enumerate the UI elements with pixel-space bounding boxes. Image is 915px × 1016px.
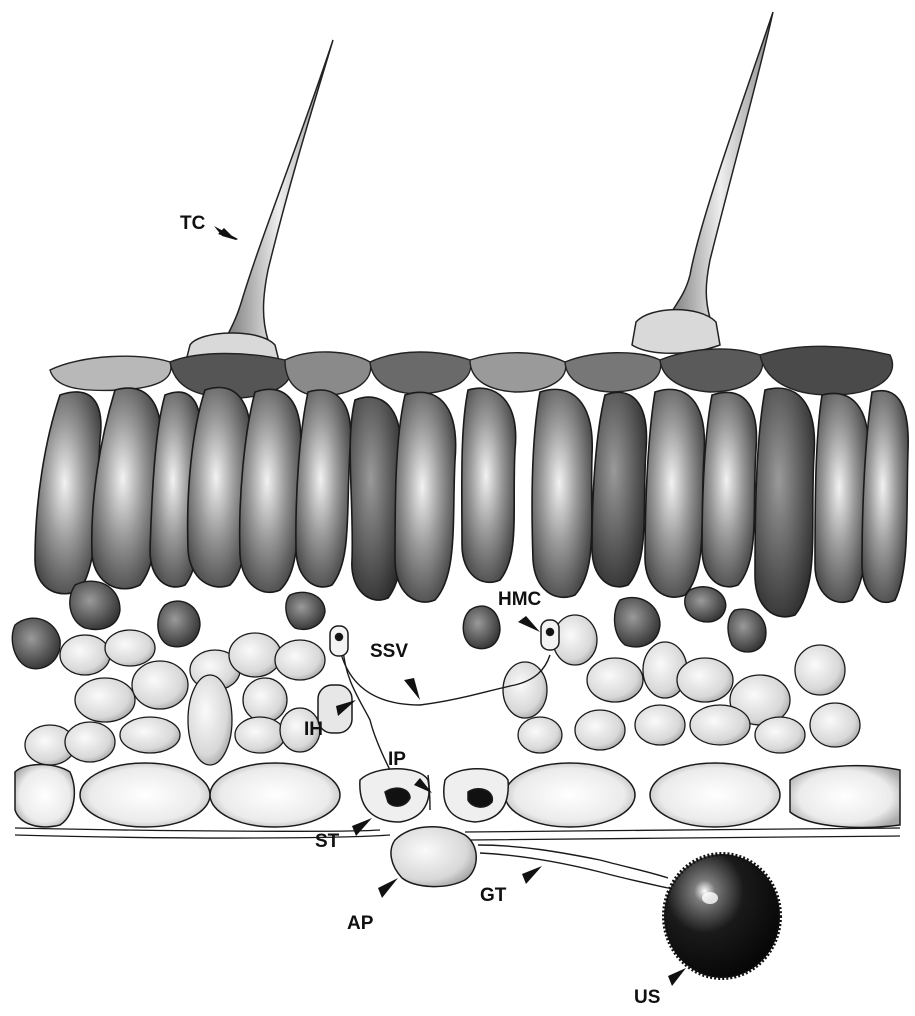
label-ih: IH xyxy=(304,720,323,739)
label-st: ST xyxy=(315,832,339,851)
label-gt: GT xyxy=(480,886,506,905)
label-ap: AP xyxy=(347,914,373,933)
arrowhead-gt xyxy=(522,866,542,884)
guard-cells xyxy=(360,769,508,822)
arrowhead-ap xyxy=(378,878,398,898)
arrowhead-st xyxy=(352,818,372,836)
germ-tube xyxy=(478,845,668,888)
label-hmc: HMC xyxy=(498,590,541,609)
label-ssv: SSV xyxy=(370,642,408,661)
appressorium xyxy=(391,827,476,887)
urediniospore xyxy=(664,854,780,978)
label-ip: IP xyxy=(388,750,406,769)
palisade-layer xyxy=(35,388,908,617)
trichome-right xyxy=(632,12,773,353)
arrowhead-ssv xyxy=(404,678,420,700)
label-us: US xyxy=(634,988,660,1007)
label-tc: TC xyxy=(180,214,205,233)
trichome-left xyxy=(185,40,333,373)
arrowhead-hmc xyxy=(518,616,540,632)
arrowhead-us xyxy=(668,968,686,986)
arrowhead-tc xyxy=(214,226,238,240)
